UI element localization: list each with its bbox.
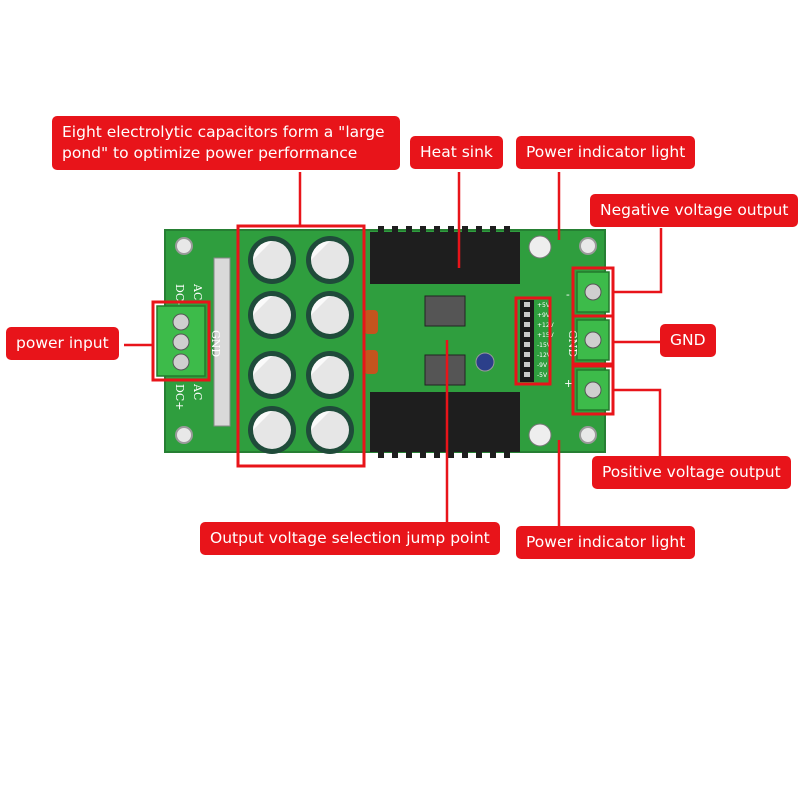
film-capacitor xyxy=(364,310,378,334)
leader-negative-output xyxy=(613,228,663,294)
callout-jump-point: Output voltage selection jump point xyxy=(200,522,500,555)
capacitor-bank xyxy=(248,236,354,454)
jumper-pin xyxy=(524,342,530,347)
regulator-bottom xyxy=(424,354,466,386)
capacitor xyxy=(248,236,296,284)
jumper-pin xyxy=(524,372,530,377)
jumper-label: -15V xyxy=(537,342,552,349)
jumper-pin-header xyxy=(520,300,534,382)
heat-sink-bottom xyxy=(370,392,520,458)
silk-plus: + xyxy=(564,377,573,390)
jumper-pin xyxy=(524,302,530,307)
gnd-output-terminal xyxy=(576,319,610,361)
capacitor xyxy=(306,291,354,339)
power-led-top xyxy=(528,235,552,259)
silk-ac-bottom: AC xyxy=(191,383,204,400)
silk-minus: - xyxy=(566,288,570,301)
capacitor xyxy=(248,406,296,454)
input-frame xyxy=(151,300,211,382)
positive-output-terminal xyxy=(576,369,610,411)
input-terminal-block xyxy=(156,305,206,377)
callout-gnd: GND xyxy=(660,324,716,357)
jumper-pin xyxy=(524,362,530,367)
callout-power-input: power input xyxy=(6,327,119,360)
capacitor xyxy=(248,351,296,399)
silk-dc-minus: DC- xyxy=(173,284,186,305)
jumper-label: +12V xyxy=(537,322,555,329)
capacitor xyxy=(306,406,354,454)
callout-positive-output: Positive voltage output xyxy=(592,456,791,489)
small-capacitor xyxy=(475,352,495,372)
mounting-holes xyxy=(175,237,597,444)
callout-heat-sink: Heat sink xyxy=(410,136,503,169)
jumper-label: +15V xyxy=(537,332,555,339)
leader-positive-output xyxy=(613,388,662,458)
jumper-label: -9V xyxy=(537,362,548,369)
jumper-pin xyxy=(524,312,530,317)
gnd-frame xyxy=(571,314,615,366)
jumper-label: -5V xyxy=(537,372,548,379)
capacitor xyxy=(248,291,296,339)
callout-power-indicator-top: Power indicator light xyxy=(516,136,696,169)
jumper-pin xyxy=(524,352,530,357)
capacitor xyxy=(306,351,354,399)
silk-dc-plus: DC+ xyxy=(173,384,186,410)
callout-capacitors: Eight electrolytic capacitors form a "la… xyxy=(52,116,400,170)
callout-negative-output: Negative voltage output xyxy=(590,194,799,227)
callout-power-indicator-bottom: Power indicator light xyxy=(516,526,696,559)
jumper-label: +5V xyxy=(537,302,551,309)
jumper-label: +9V xyxy=(537,312,551,319)
capacitor xyxy=(306,236,354,284)
negative-output-terminal xyxy=(576,271,610,313)
heat-sink-top xyxy=(370,226,520,284)
jumper-label: -12V xyxy=(537,352,552,359)
film-capacitor xyxy=(364,350,378,374)
jumper-pin xyxy=(524,322,530,327)
silk-ac-top: AC xyxy=(191,283,204,300)
power-led-bottom xyxy=(528,423,552,447)
silk-gnd-left: GND xyxy=(209,330,222,357)
leader-lines xyxy=(124,172,663,526)
jumper-frame xyxy=(514,296,552,386)
jumper-pin xyxy=(524,332,530,337)
bridge-rectifier xyxy=(213,257,231,427)
regulator-top xyxy=(424,295,466,327)
